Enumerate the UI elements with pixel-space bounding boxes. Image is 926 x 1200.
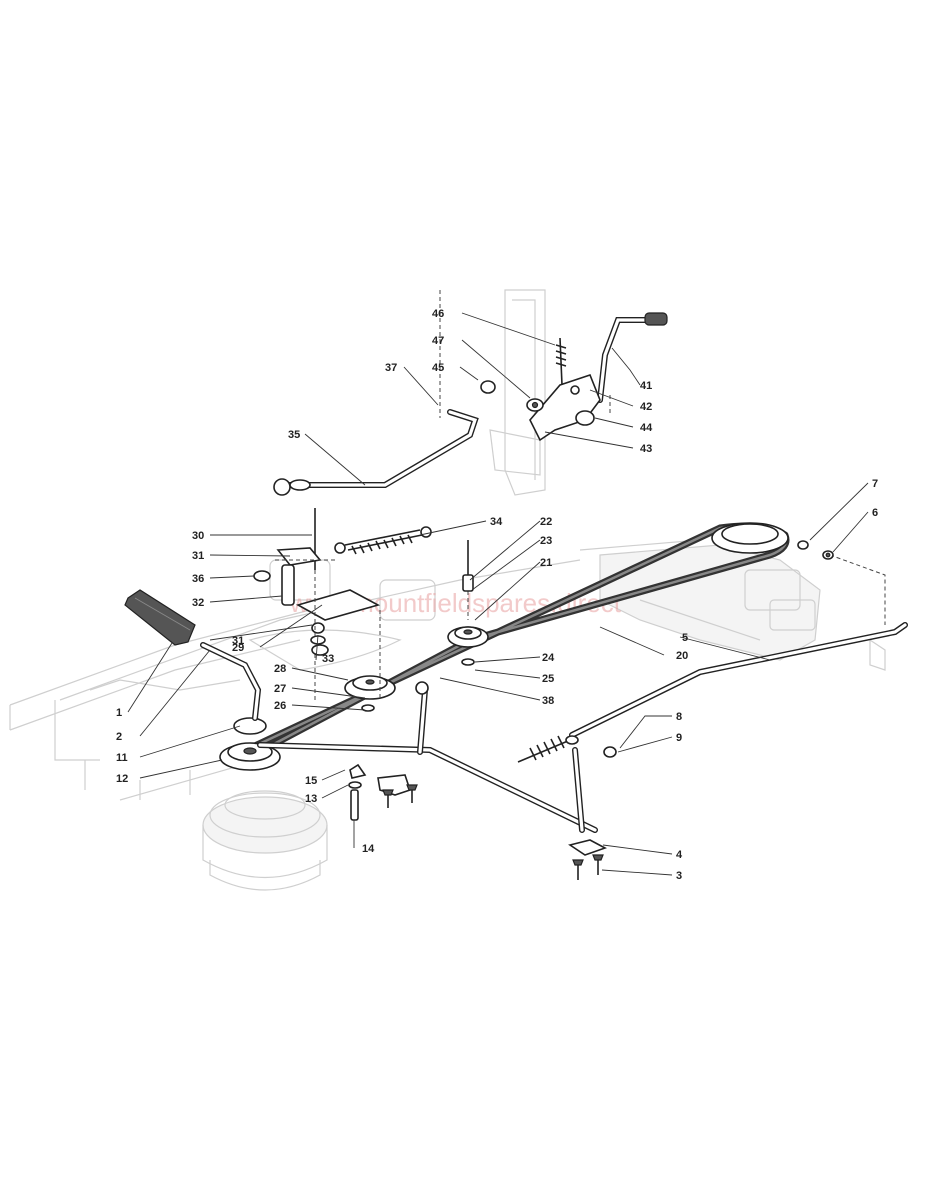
crossbar xyxy=(257,681,598,833)
callout-8: 8 xyxy=(676,711,682,723)
callout-20: 20 xyxy=(676,650,688,662)
callout-45: 45 xyxy=(432,362,444,374)
callout-36: 36 xyxy=(192,573,204,585)
callout-11: 11 xyxy=(116,752,128,764)
callout-28: 28 xyxy=(274,663,286,675)
callout-5: 5 xyxy=(682,632,688,644)
callout-32: 32 xyxy=(192,597,204,609)
callout-25: 25 xyxy=(542,673,554,685)
leader-lines xyxy=(127,312,869,876)
callout-6: 6 xyxy=(872,507,878,519)
callout-30: 30 xyxy=(192,530,204,542)
spring-8 xyxy=(517,735,617,763)
callout-47: 47 xyxy=(432,335,444,347)
callout-12: 12 xyxy=(116,773,128,785)
callout-33: 33 xyxy=(322,653,334,665)
pulley-28 xyxy=(344,675,396,712)
callout-3: 3 xyxy=(676,870,682,882)
callout-2: 2 xyxy=(116,731,122,743)
callout-23: 23 xyxy=(540,535,552,547)
rod-5 xyxy=(569,622,908,738)
callout-15: 15 xyxy=(305,775,317,787)
callout-1: 1 xyxy=(116,707,122,719)
pedal-1 xyxy=(124,589,196,646)
callout-34: 34 xyxy=(490,516,503,528)
callout-46: 46 xyxy=(432,308,444,320)
callout-14: 14 xyxy=(362,843,375,855)
ghost-chassis xyxy=(9,289,886,891)
callout-44: 44 xyxy=(640,422,653,434)
callout-9: 9 xyxy=(676,732,682,744)
callout-29: 29 xyxy=(232,642,244,654)
callout-31b: 31 xyxy=(232,635,244,647)
callout-41: 41 xyxy=(640,380,652,392)
callout-7: 7 xyxy=(872,478,878,490)
callout-21: 21 xyxy=(540,557,552,569)
callout-42: 42 xyxy=(640,401,652,413)
callout-43: 43 xyxy=(640,443,652,455)
callout-22: 22 xyxy=(540,516,552,528)
callout-27: 27 xyxy=(274,683,286,695)
pulley-21 xyxy=(447,626,489,648)
spring-34 xyxy=(334,526,432,555)
callout-labels: 46 47 37 45 41 42 44 43 35 30 34 22 7 6 … xyxy=(116,308,878,882)
spring-46 xyxy=(555,337,567,386)
callout-4: 4 xyxy=(676,849,683,861)
callout-26: 26 xyxy=(274,700,286,712)
callout-24: 24 xyxy=(542,652,555,664)
rod-35 xyxy=(273,409,479,496)
callout-13: 13 xyxy=(305,793,317,805)
callout-35: 35 xyxy=(288,429,300,441)
callout-31a: 31 xyxy=(192,550,204,562)
arm-2 xyxy=(200,642,262,721)
callout-38: 38 xyxy=(542,695,554,707)
callout-37: 37 xyxy=(385,362,397,374)
lever-41 xyxy=(480,312,668,442)
hardware-small xyxy=(310,540,834,880)
pulley-rear xyxy=(711,522,789,554)
